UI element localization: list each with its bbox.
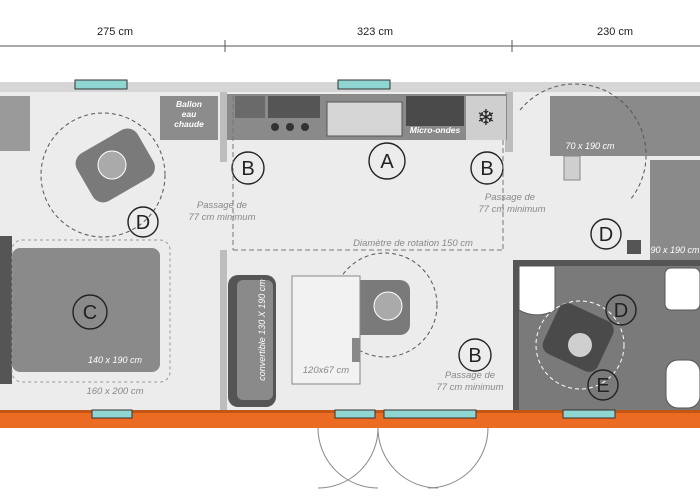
washbasin <box>664 267 700 311</box>
burner-2-icon <box>286 123 294 131</box>
cooktop <box>235 96 265 118</box>
partition-left-top <box>220 92 227 162</box>
zone-b-circle-1 <box>231 151 265 185</box>
rotation-circle-bathroom <box>535 300 625 390</box>
zone-b-circle-3 <box>458 338 492 372</box>
window-bottom-2 <box>334 409 376 419</box>
single-bed-right <box>650 160 700 260</box>
passage-bottom-line1: Passage de <box>445 370 495 381</box>
fridge <box>466 96 506 140</box>
single-bed-top <box>550 96 700 156</box>
oven <box>268 96 320 118</box>
zone-b-label-1: B <box>241 158 254 180</box>
ladder-icon <box>563 155 581 181</box>
wheelchair-icon <box>75 128 155 203</box>
double-bed-outline <box>11 239 171 383</box>
table <box>291 275 361 385</box>
partition-right-top <box>505 92 513 152</box>
zone-c-label: C <box>83 302 97 324</box>
dimension-right: 230 cm <box>597 26 633 38</box>
zone-b-label-2: B <box>480 158 493 180</box>
wheelchair-bathroom-person-icon <box>568 333 592 357</box>
passage-right-line2: 77 cm minimum <box>478 204 545 215</box>
water-heater-label-2: eau <box>182 109 197 119</box>
bed-headboard <box>0 236 12 384</box>
zone-d-circle-left <box>127 206 159 238</box>
zone-d-label-right: D <box>599 224 613 246</box>
water-heater <box>160 96 218 140</box>
passage-left-line2: 77 cm minimum <box>188 212 255 223</box>
double-bed-size: 140 x 190 cm <box>88 355 143 365</box>
zone-e-circle <box>587 369 619 401</box>
toilet <box>665 359 700 409</box>
water-heater-label-1: Ballon <box>176 99 202 109</box>
door-swing-right-b <box>427 427 489 489</box>
burner-3-icon <box>301 123 309 131</box>
zone-b-label-3: B <box>468 345 481 367</box>
snowflake-icon: ❄ <box>477 106 495 131</box>
zone-d-label-bathroom: D <box>614 300 628 322</box>
rotation-arc-right <box>519 83 647 201</box>
single-bed-right-size: 90 x 190 cm <box>650 245 700 255</box>
zone-d-circle-right <box>590 218 622 250</box>
door-swing-right-a <box>377 427 439 489</box>
zone-a-circle <box>368 142 406 180</box>
dimension-line: 275 cm 323 cm 230 cm <box>0 26 700 52</box>
zone-e-label: E <box>596 375 609 397</box>
microwave-label: Micro-ondes <box>410 125 461 135</box>
window-bottom-3 <box>383 409 477 419</box>
sofa-bed-label: convertible 130 X 190 cm <box>257 279 267 381</box>
rotation-label: Diamètre de rotation 150 cm <box>353 238 473 249</box>
window-top-middle <box>337 79 391 90</box>
burner-1-icon <box>271 123 279 131</box>
microwave <box>406 96 464 126</box>
passage-bottom-line2: 77 cm minimum <box>436 382 503 393</box>
window-bottom-4 <box>562 409 616 419</box>
door-swing-left <box>317 427 379 489</box>
passage-right-line1: Passage de <box>485 192 535 203</box>
zone-a-label: A <box>380 151 394 173</box>
dimension-left: 275 cm <box>97 26 133 38</box>
left-cupboard <box>0 96 30 151</box>
dimension-middle: 323 cm <box>357 26 393 38</box>
sofa-cushion <box>237 280 273 400</box>
window-bottom-1 <box>91 409 133 419</box>
shower <box>518 265 556 316</box>
zone-d-label-left: D <box>136 212 150 234</box>
double-bed-outline-size: 160 x 200 cm <box>86 386 143 397</box>
terrace-edge <box>0 410 700 428</box>
bathroom-wall-top <box>513 260 700 266</box>
passage-left-line1: Passage de <box>197 200 247 211</box>
bathroom-wall-left <box>513 260 519 410</box>
sink <box>326 101 403 137</box>
water-heater-label-3: chaude <box>174 119 204 129</box>
rotation-circle-left <box>40 112 166 238</box>
zone-c-circle <box>72 294 108 330</box>
nightstand <box>627 240 641 254</box>
single-bed-top-size: 70 x 190 cm <box>565 141 615 151</box>
double-bed <box>12 248 160 372</box>
table-chair <box>352 338 360 362</box>
window-top-left <box>74 79 128 90</box>
zone-d-circle-bathroom <box>605 294 637 326</box>
partition-left-bottom <box>220 250 227 410</box>
door-swing-center <box>317 427 379 489</box>
table-size: 120x67 cm <box>303 365 350 376</box>
wheelchair-person-icon <box>373 291 403 321</box>
